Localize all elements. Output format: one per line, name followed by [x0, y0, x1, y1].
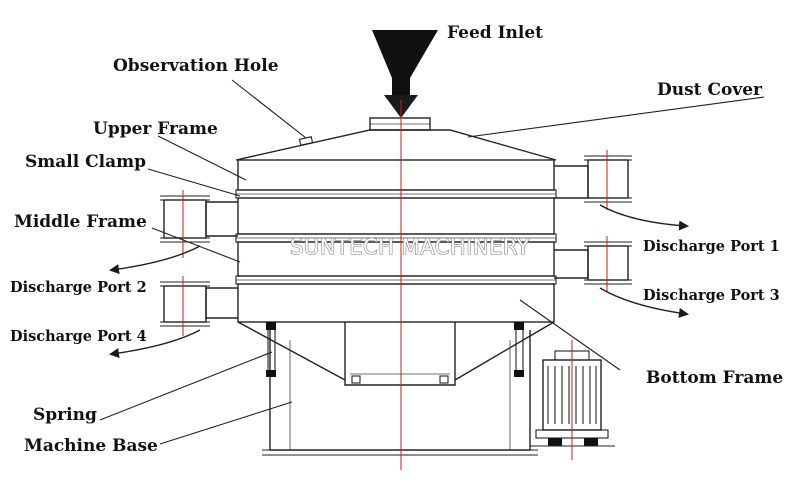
leader-lines [99, 79, 765, 445]
label-spring: Spring [33, 405, 97, 425]
label-bottom-frame: Bottom Frame [646, 368, 783, 388]
label-machine-base: Machine Base [24, 436, 158, 456]
label-observation-hole: Observation Hole [113, 56, 279, 76]
arrow-discharge-1 [599, 204, 689, 231]
label-discharge-port-2: Discharge Port 2 [10, 279, 147, 296]
upper-frame-shape [237, 159, 555, 191]
bottom-frame-shape [237, 283, 555, 323]
discharge-arrows [109, 204, 689, 358]
feed-funnel [372, 30, 438, 98]
machine-base-shape [237, 321, 346, 381]
arrow-discharge-3 [599, 287, 689, 318]
machine-drawing [160, 30, 632, 470]
label-dust-cover: Dust Cover [657, 80, 763, 100]
arrow-discharge-4 [109, 329, 201, 358]
label-small-clamp: Small Clamp [25, 152, 146, 172]
discharge-port-upper-right [554, 155, 632, 203]
label-middle-frame: Middle Frame [14, 212, 147, 232]
watermark: SUNTECH MACHINERY [290, 235, 530, 259]
label-discharge-port-1: Discharge Port 1 [643, 238, 780, 255]
discharge-port-right-middle [554, 241, 632, 285]
label-discharge-port-4: Discharge Port 4 [10, 328, 147, 345]
spring-left [266, 322, 276, 377]
labels: Feed Inlet Observation Hole Dust Cover U… [10, 23, 783, 456]
arrow-discharge-2 [109, 245, 201, 274]
motor-housing [344, 322, 456, 386]
discharge-port-left-upper [160, 195, 238, 243]
discharge-port-left-lower [160, 281, 238, 327]
label-discharge-port-3: Discharge Port 3 [643, 287, 780, 304]
spring-right [514, 322, 524, 377]
dust-cover-shape [235, 129, 557, 161]
label-upper-frame: Upper Frame [93, 119, 218, 139]
label-feed-inlet: Feed Inlet [447, 23, 543, 43]
